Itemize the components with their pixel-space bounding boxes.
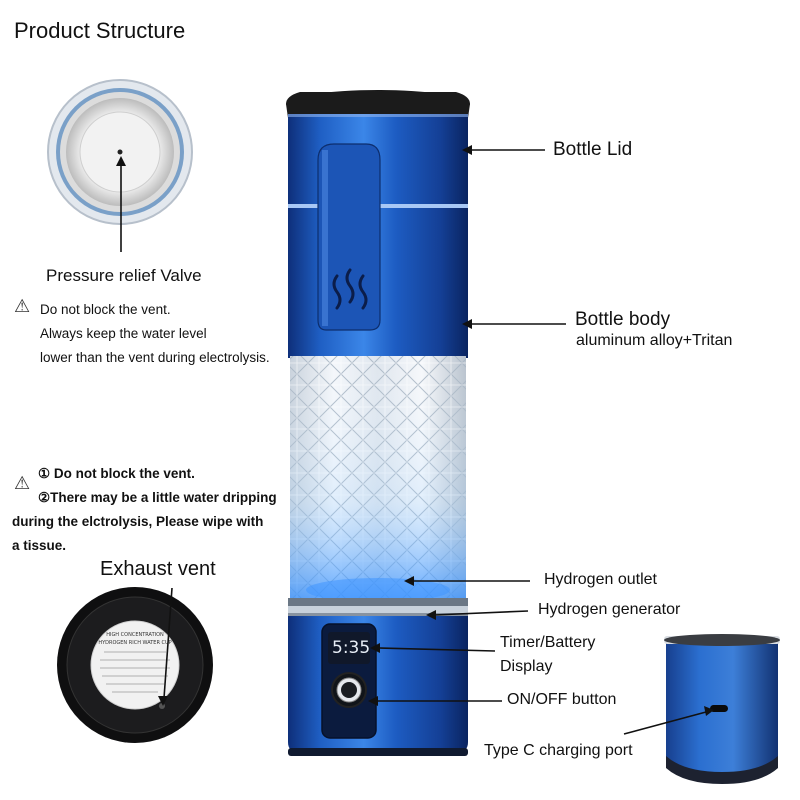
label-timer-battery: Timer/Battery <box>500 634 596 651</box>
label-type-c-port: Type C charging port <box>484 742 633 759</box>
steam-icon <box>332 268 368 310</box>
vent-warning-line-3: during the elctrolysis, Please wipe with <box>12 514 264 529</box>
valve-warning-line-2: Always keep the water level <box>40 326 207 341</box>
page-title: Product Structure <box>14 18 186 43</box>
label-hydrogen-generator: Hydrogen generator <box>538 601 681 618</box>
vent-warning-line-4: a tissue. <box>12 538 67 553</box>
label-bottle-lid: Bottle Lid <box>553 139 633 160</box>
label-pressure-relief-valve: Pressure relief Valve <box>46 266 202 285</box>
vent-warning-line-2: ②There may be a little water dripping <box>38 490 277 505</box>
warning-triangle-icon: ⚠ <box>14 296 31 316</box>
vent-warning-line-1: ① Do not block the vent. <box>38 466 195 481</box>
label-hydrogen-outlet: Hydrogen outlet <box>544 571 657 588</box>
label-exhaust-vent: Exhaust vent <box>100 558 216 580</box>
valve-warning-line-3: lower than the vent during electrolysis. <box>40 350 270 365</box>
type-c-port-icon <box>710 705 728 712</box>
label-bottle-body: Bottle body <box>575 309 671 330</box>
label-display: Display <box>500 658 553 675</box>
warning-triangle-icon: ⚠ <box>14 473 31 493</box>
sticker-line-2: HYDROGEN RICH WATER CUP <box>98 640 171 646</box>
bottle-base <box>288 616 468 752</box>
sticker-line-1: HIGH CONCENTRATION <box>106 632 164 638</box>
valve-warning-line-1: Do not block the vent. <box>40 302 171 317</box>
label-bottle-body-material: aluminum alloy+Tritan <box>576 332 733 349</box>
label-on-off-button: ON/OFF button <box>507 691 617 708</box>
timer-display-readout: 5:35 <box>332 638 371 658</box>
